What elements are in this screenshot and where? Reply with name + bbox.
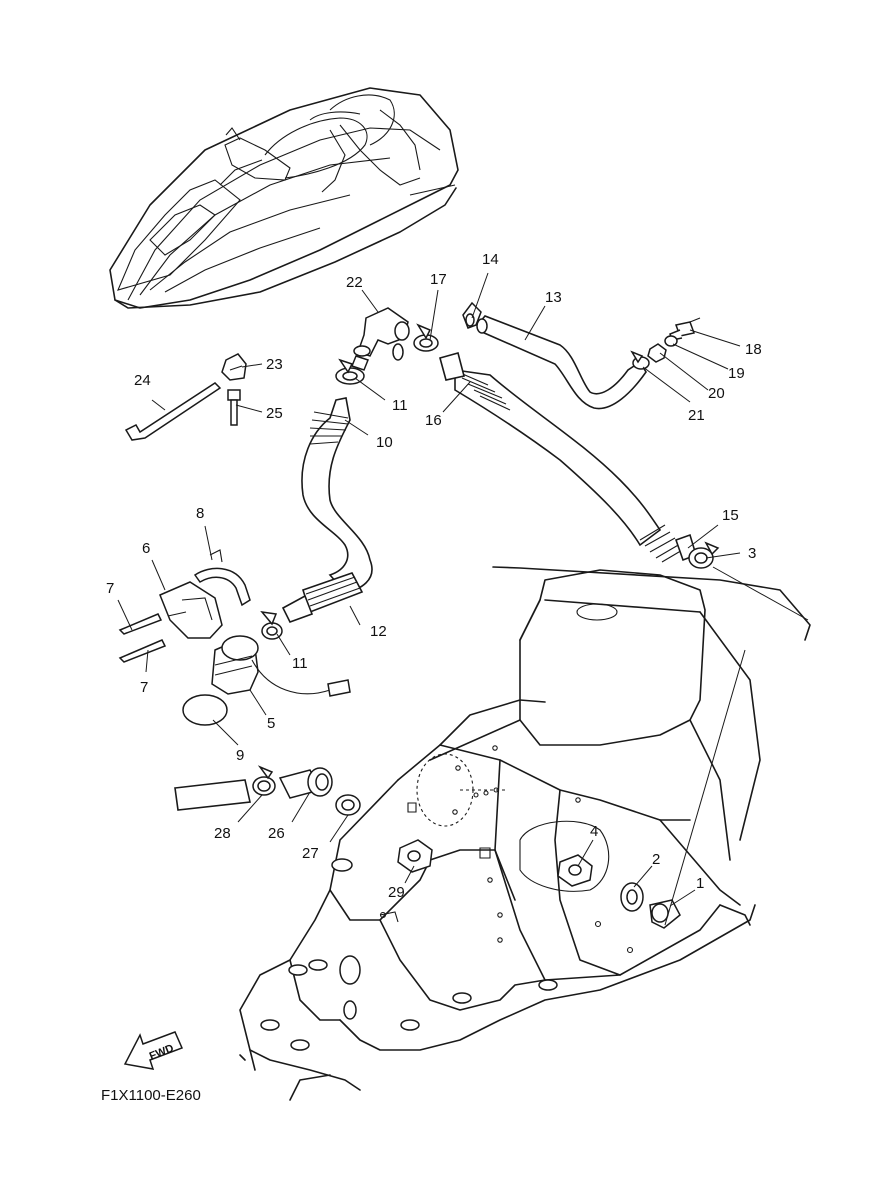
- callout-20: 20: [708, 385, 725, 402]
- callout-7b: 7: [140, 679, 148, 696]
- callout-25: 25: [266, 405, 283, 422]
- part-26-nozzle: [278, 767, 333, 799]
- fwd-arrow: FWD: [123, 1031, 184, 1070]
- part-17-clamp: [413, 323, 439, 352]
- callout-5: 5: [267, 715, 275, 732]
- hull-compartment: [239, 566, 811, 1101]
- part-21-clamp: [630, 350, 650, 370]
- part-8-band: [193, 567, 251, 607]
- callout-24: 24: [134, 372, 151, 389]
- callout-4: 4: [590, 823, 598, 840]
- callout-2: 2: [652, 851, 660, 868]
- callout-14: 14: [482, 251, 499, 268]
- part-9-disc: [182, 694, 228, 726]
- callout-7a: 7: [106, 580, 114, 597]
- callout-11b: 11: [292, 655, 308, 672]
- part-11-clamp-upper: [335, 358, 365, 385]
- part-1-fitting: [649, 899, 681, 929]
- left-hose-stub: [174, 779, 251, 811]
- callout-labels: 1 2 3 4 5 6 7 7 8 9 10 11 11 12 13 14 15…: [106, 251, 762, 901]
- part-24-cable-tie: [124, 382, 222, 441]
- watercraft-illustration: [109, 87, 459, 309]
- part-7-screw-a: [118, 613, 163, 635]
- callout-19: 19: [728, 365, 745, 382]
- part-27-washer: [335, 794, 361, 816]
- part-5-pump: [211, 635, 351, 697]
- callout-10: 10: [376, 434, 393, 451]
- part-28-clamp: [252, 765, 276, 796]
- callout-22: 22: [346, 274, 363, 291]
- callout-28: 28: [214, 825, 231, 842]
- callout-23: 23: [266, 356, 283, 373]
- hose-assembly: [281, 315, 697, 623]
- callout-9: 9: [236, 747, 244, 764]
- diagram-code: F1X1100-E260: [101, 1087, 201, 1104]
- callout-12: 12: [370, 623, 387, 640]
- callout-21: 21: [688, 407, 705, 424]
- part-2-washer: [620, 882, 644, 912]
- callout-11a: 11: [392, 397, 408, 414]
- leader-lines: [117, 272, 809, 926]
- part-19-washer: [664, 335, 678, 347]
- part-25-pin: [227, 389, 241, 426]
- part-22-elbow: [351, 307, 410, 371]
- callout-29: 29: [388, 884, 405, 901]
- part-23-clip: [221, 353, 247, 381]
- callout-8: 8: [196, 505, 204, 522]
- callout-13: 13: [545, 289, 562, 306]
- part-6-bracket: [159, 581, 223, 639]
- callout-27: 27: [302, 845, 319, 862]
- callout-17: 17: [430, 271, 447, 288]
- part-20-nut: [647, 343, 667, 363]
- callout-26: 26: [268, 825, 285, 842]
- part-11-clamp-lower: [260, 610, 283, 640]
- small-parts: [118, 301, 720, 929]
- callout-18: 18: [745, 341, 762, 358]
- callout-16: 16: [425, 412, 442, 429]
- callout-6: 6: [142, 540, 150, 557]
- part-7-screw-b: [118, 639, 167, 663]
- callout-1: 1: [696, 875, 704, 892]
- part-3-clamp: [688, 541, 720, 569]
- callout-15: 15: [722, 507, 739, 524]
- callout-3: 3: [748, 545, 756, 562]
